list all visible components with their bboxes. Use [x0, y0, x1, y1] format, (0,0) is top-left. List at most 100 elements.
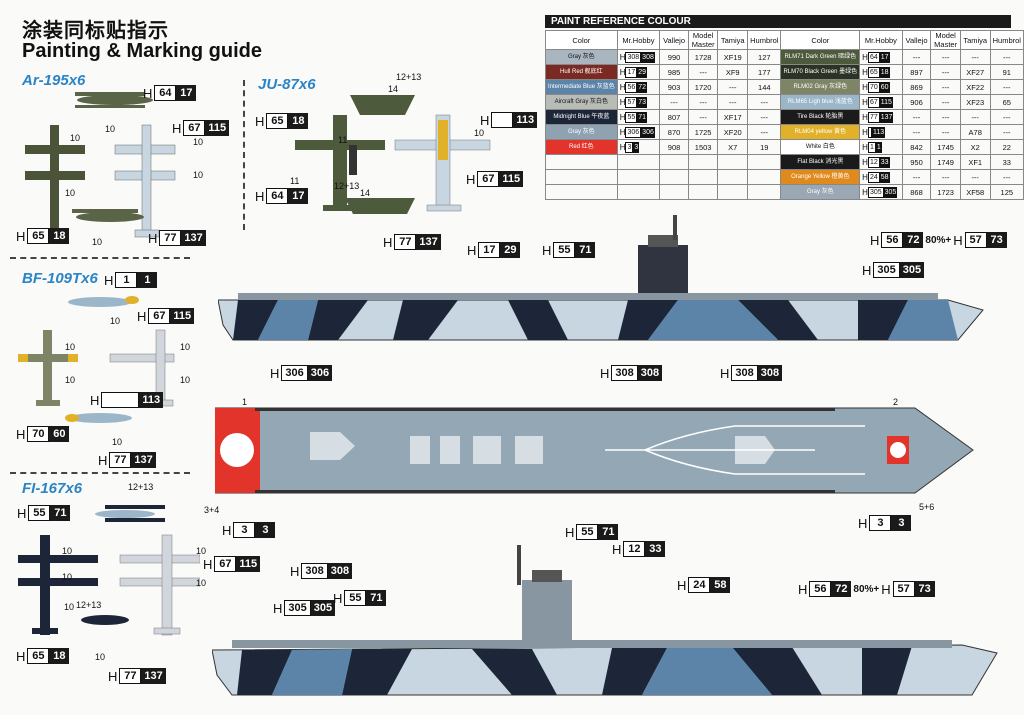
paint-swatch: Intermediate Blue 灰蓝色	[545, 79, 618, 95]
paint-humbrol: ---	[747, 124, 782, 140]
callout-deck-2: 2	[893, 397, 899, 407]
paint-swatch: RLM70 Black Green 墨绿色	[780, 64, 861, 80]
paint-vallejo: 897	[901, 64, 932, 80]
paint-vallejo: 908	[659, 139, 689, 155]
paint-tamiya: XF1	[959, 154, 991, 170]
paint-vallejo: 906	[901, 94, 932, 110]
callout-bf-d: 10	[180, 342, 191, 352]
paint-swatch: RLM04 yellow 黄色	[780, 124, 861, 140]
paint-humbrol: ---	[989, 124, 1024, 140]
paint-swatch: Tire Black 轮胎黑	[780, 109, 861, 125]
callout-bf-c: 10	[65, 375, 76, 385]
paint-humbrol: 22	[989, 139, 1024, 155]
separator-2	[10, 472, 190, 474]
paint-modelmaster: 1749	[930, 154, 961, 170]
callout-deck-3-4: 3+4	[204, 505, 220, 515]
paint-vallejo: 990	[659, 49, 689, 65]
section-ju87: JU-87x6	[258, 76, 316, 93]
paint-swatch: Red 红色	[545, 139, 618, 155]
callout-bf-e: 10	[180, 375, 191, 385]
paint-tamiya: XF27	[959, 64, 991, 80]
callout-fi-a: 10	[62, 546, 73, 556]
paint-header-cell: Model Master	[687, 30, 719, 50]
paint-header-cell: Tamiya	[717, 30, 749, 50]
paint-swatch: RLM02 Gray 灰绿色	[780, 79, 861, 95]
paint-vallejo: ---	[901, 49, 932, 65]
paint-swatch: Midnight Blue 午夜蓝	[545, 109, 618, 125]
paint-humbrol: ---	[989, 79, 1024, 95]
paint-vallejo: ---	[901, 169, 932, 185]
paint-modelmaster: ---	[930, 49, 961, 65]
callout-fi-b: 10	[62, 572, 73, 582]
paint-swatch: Aircraft Gray 灰白色	[545, 94, 618, 110]
paint-vallejo: 870	[659, 124, 689, 140]
paint-humbrol: 125	[989, 184, 1024, 200]
paint-modelmaster: 1728	[687, 49, 719, 65]
paint-vallejo: ---	[901, 124, 932, 140]
callout-ar-d: 10	[193, 137, 204, 147]
paint-humbrol: ---	[989, 169, 1024, 185]
section-ar195: Ar-195x6	[22, 72, 86, 89]
paint-tamiya: XF19	[717, 49, 749, 65]
ship-side-starboard	[218, 215, 984, 341]
paint-header-cell: Model Master	[930, 30, 961, 50]
title-english: Painting & Marking guide	[22, 40, 263, 62]
paint-humbrol: ---	[989, 49, 1024, 65]
ju87-drawings	[295, 95, 491, 214]
callout-ar-c: 10	[65, 188, 76, 198]
paint-humbrol: 19	[747, 139, 782, 155]
paint-tamiya: X2	[959, 139, 991, 155]
paint-tamiya: ---	[717, 79, 749, 95]
paint-vallejo: 868	[901, 184, 932, 200]
paint-modelmaster: ---	[930, 94, 961, 110]
paint-swatch: Orange Yellow 橙黄色	[780, 169, 861, 185]
paint-vallejo: 807	[659, 109, 689, 125]
callout-ar-a: 10	[105, 124, 116, 134]
paint-header-cell: Vallejo	[901, 30, 932, 50]
callout-ju-14b: 14	[360, 188, 371, 198]
paint-humbrol: 177	[747, 64, 782, 80]
paint-tamiya: XF22	[959, 79, 991, 95]
paint-tamiya: ---	[959, 109, 991, 125]
paint-modelmaster: 1720	[687, 79, 719, 95]
paint-humbrol: 127	[747, 49, 782, 65]
paint-header-cell: Tamiya	[959, 30, 991, 50]
paint-humbrol: 91	[989, 64, 1024, 80]
callout-ju-11a: 11	[338, 135, 348, 145]
paint-swatch: RLM71 Dark Green 暗绿色	[780, 49, 861, 65]
callout-fi-12-13: 12+13	[128, 482, 154, 492]
